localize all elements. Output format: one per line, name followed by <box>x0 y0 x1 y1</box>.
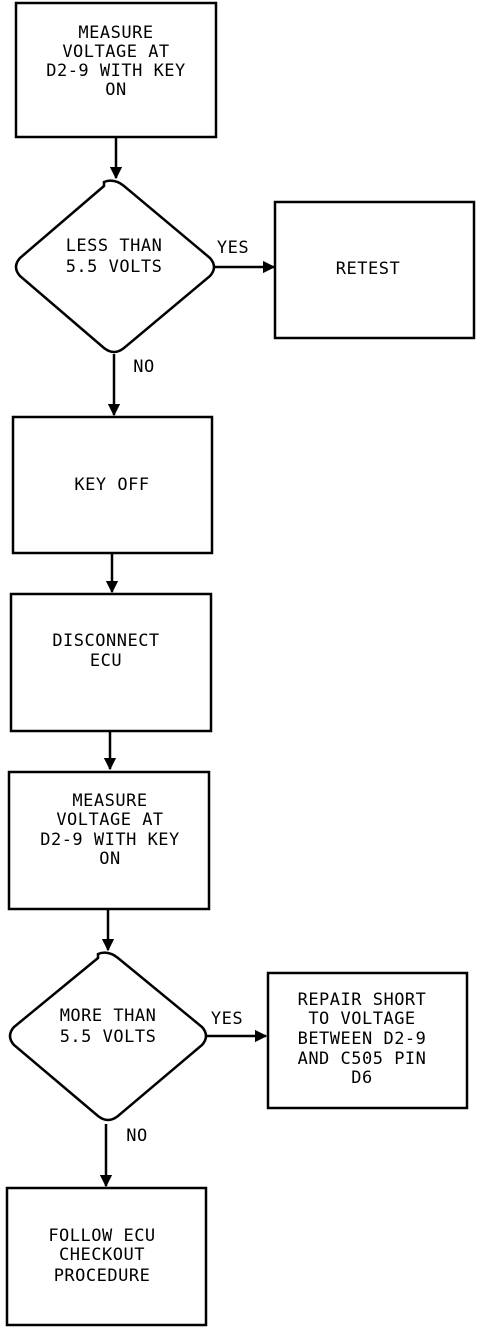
follow-ecu-line-2: CHECKOUT <box>59 1245 145 1265</box>
disconnect-ecu-line-1: DISCONNECT <box>52 631 159 651</box>
more-than-line-2: 5.5 VOLTS <box>60 1027 157 1047</box>
more-no-label: NO <box>126 1126 147 1146</box>
measure-voltage-1-line-2: VOLTAGE AT <box>62 42 169 62</box>
measure-voltage-1-line-1: MEASURE <box>78 23 153 43</box>
measure-voltage-box-2: MEASURE VOLTAGE AT D2-9 WITH KEY ON <box>7 770 211 911</box>
measure-voltage-1-line-3: D2-9 WITH KEY <box>46 61 186 81</box>
less-than-line-1: LESS THAN <box>66 236 163 256</box>
disconnect-ecu-box: DISCONNECT ECU <box>9 592 213 733</box>
measure-voltage-box-1: MEASURE VOLTAGE AT D2-9 WITH KEY ON <box>14 1 218 139</box>
repair-short-line-2: TO VOLTAGE <box>308 1009 415 1029</box>
measure-voltage-2-line-2: VOLTAGE AT <box>56 810 163 830</box>
measure-voltage-2-line-4: ON <box>99 849 120 869</box>
key-off-line-1: KEY OFF <box>74 475 149 495</box>
measure-voltage-1-line-4: ON <box>105 80 126 100</box>
less-than-decision: LESS THAN 5.5 VOLTS <box>14 179 216 354</box>
repair-short-line-5: D6 <box>351 1068 372 1088</box>
repair-short-box: REPAIR SHORT TO VOLTAGE BETWEEN D2-9 AND… <box>266 971 469 1110</box>
more-than-line-1: MORE THAN <box>60 1006 157 1026</box>
measure-voltage-2-line-3: D2-9 WITH KEY <box>40 830 180 850</box>
retest-box: RETEST <box>273 200 476 340</box>
key-off-box: KEY OFF <box>11 415 214 555</box>
repair-short-line-1: REPAIR SHORT <box>298 990 427 1010</box>
less-than-line-2: 5.5 VOLTS <box>66 257 163 277</box>
measure-voltage-2-line-1: MEASURE <box>72 791 147 811</box>
follow-ecu-line-1: FOLLOW ECU <box>48 1226 155 1246</box>
repair-short-line-3: BETWEEN D2-9 <box>298 1029 427 1049</box>
more-yes-label: YES <box>211 1009 243 1029</box>
less-yes-label: YES <box>217 238 249 258</box>
more-than-decision: MORE THAN 5.5 VOLTS <box>8 951 208 1122</box>
follow-ecu-line-3: PROCEDURE <box>54 1266 151 1286</box>
disconnect-ecu-line-2: ECU <box>90 651 122 671</box>
follow-ecu-box: FOLLOW ECU CHECKOUT PROCEDURE <box>5 1186 208 1327</box>
less-no-label: NO <box>133 357 154 377</box>
retest-line-1: RETEST <box>336 259 400 279</box>
repair-short-line-4: AND C505 PIN <box>298 1049 427 1069</box>
